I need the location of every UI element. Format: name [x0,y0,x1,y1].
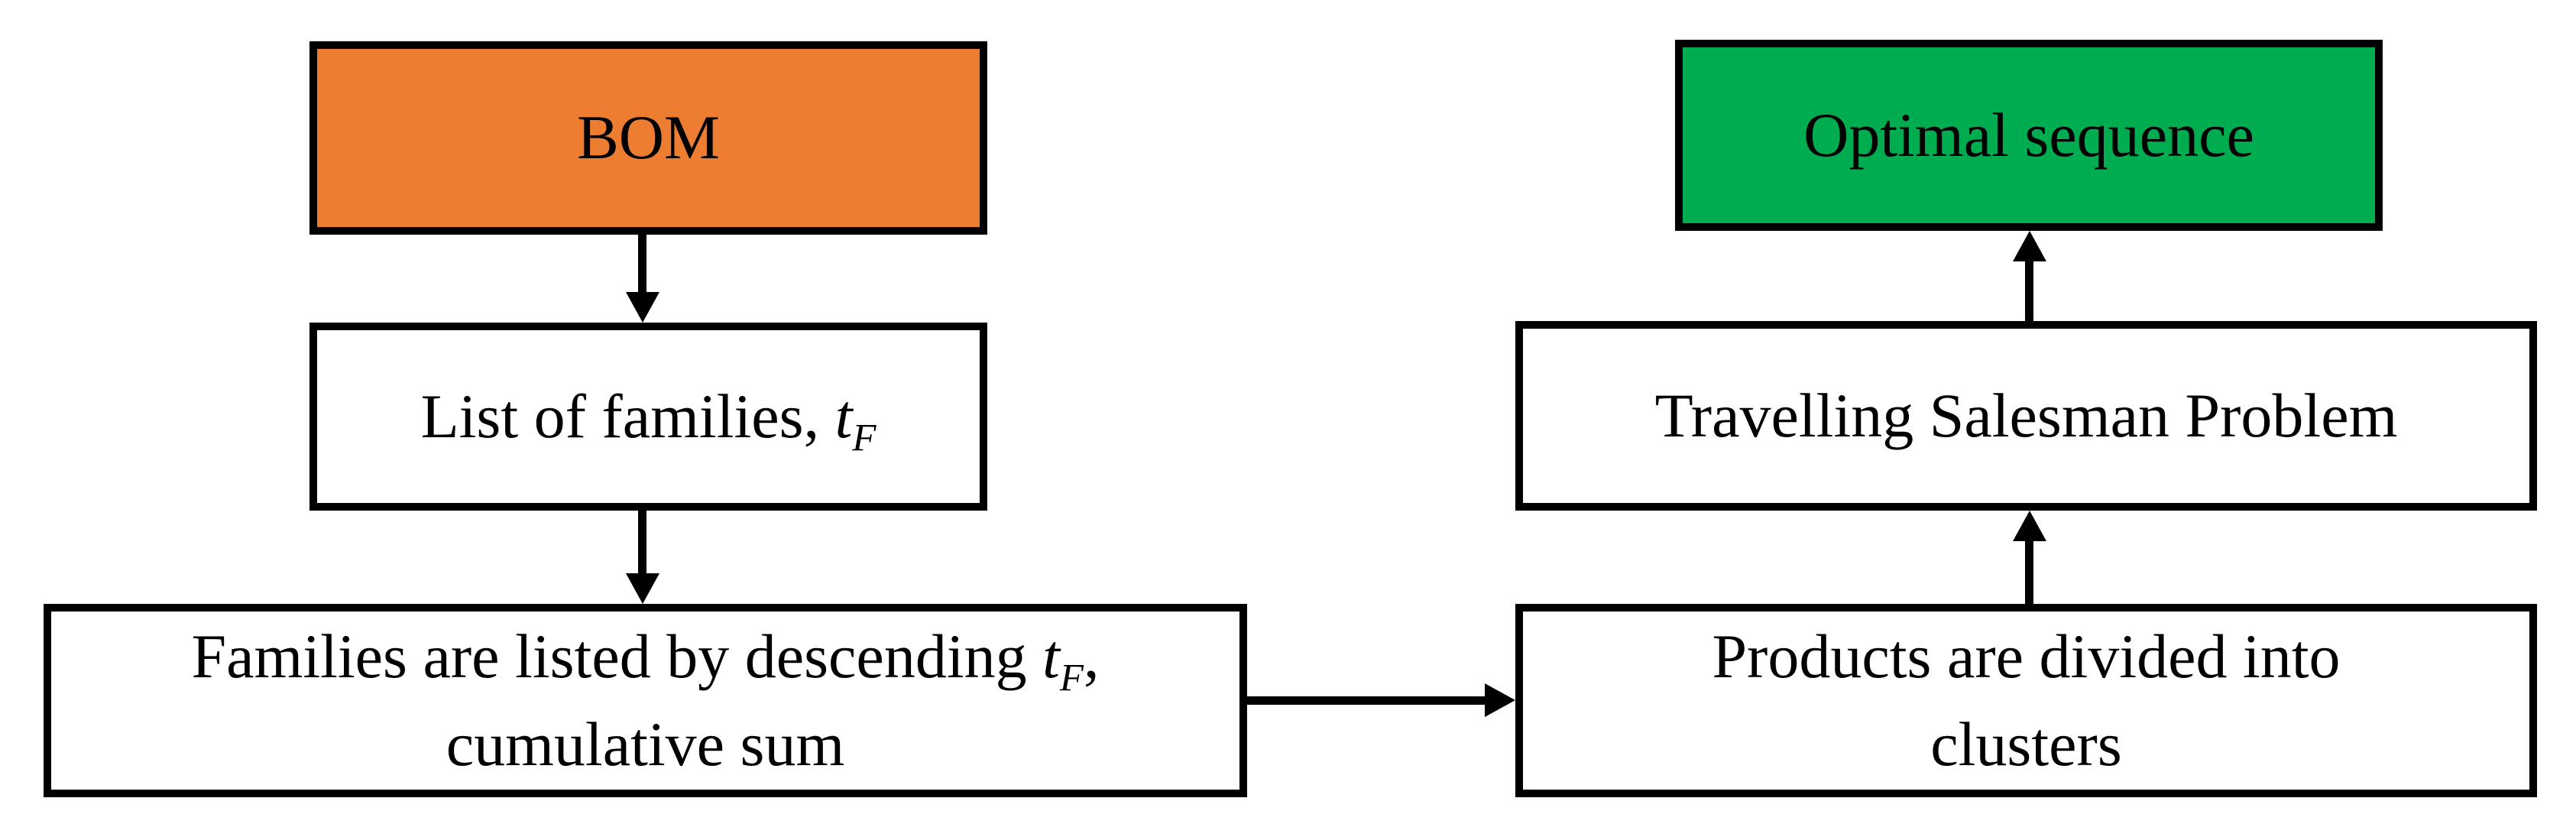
node-optimal-sequence: Optimal sequence [1675,40,2383,231]
node-bom: BOM [309,41,987,235]
arrow-shaft [638,235,646,294]
node-list-of-families-label: List of families, tF [420,381,876,459]
math-var-t: t [1042,621,1060,691]
node-optimal-sequence-label: Optimal sequence [1803,99,2254,170]
node-families-sorted-label: Families are listed by descending tF, cu… [191,621,1100,779]
node-products-clusters-label: Products are divided into clusters [1712,621,2341,779]
arrow-shaft [2025,539,2033,604]
node-products-clusters: Products are divided into clusters [1515,604,2537,797]
math-sub-F: F [1059,656,1084,699]
arrow-shaft [2025,259,2033,321]
arrow-head-up-icon [2013,511,2046,541]
math-var-t: t [834,381,853,451]
node-travelling-salesman-problem: Travelling Salesman Problem [1515,321,2537,511]
arrow-shaft [1247,696,1488,705]
node-travelling-salesman-problem-label: Travelling Salesman Problem [1654,380,2398,450]
arrow-head-right-icon [1485,683,1515,717]
node-list-of-families: List of families, tF [309,323,987,511]
arrow-shaft [638,511,646,576]
arrow-head-up-icon [2013,231,2046,261]
node-bom-label: BOM [577,102,720,173]
arrow-head-down-icon [626,292,659,323]
math-sub-F: F [852,415,876,459]
node-families-sorted: Families are listed by descending tF, cu… [44,604,1247,797]
arrow-head-down-icon [626,573,659,604]
